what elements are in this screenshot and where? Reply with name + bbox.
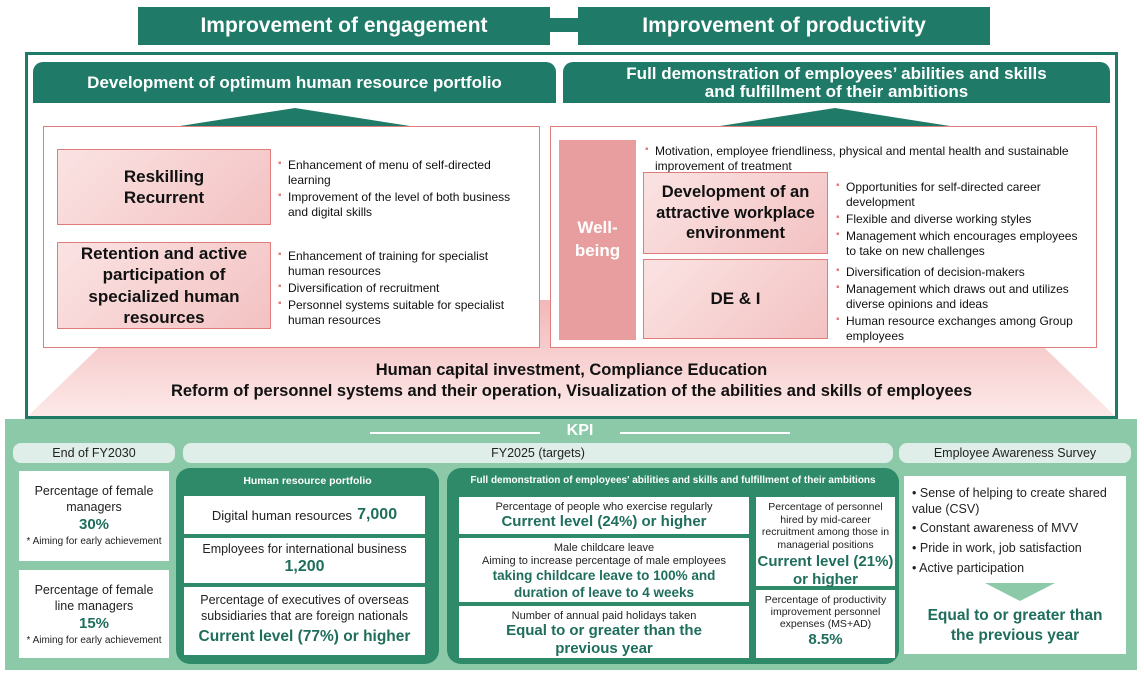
mid-career-value: Current level (21%) or higher	[757, 553, 894, 589]
left-arrow-triangle	[180, 108, 410, 126]
wellbeing-line2: being	[574, 241, 621, 260]
intl-employees-label: Employees for international business	[202, 542, 407, 556]
list-item: Motivation, employee friendliness, physi…	[645, 144, 1085, 174]
digital-hr-label: Digital human resources	[211, 507, 353, 523]
list-item-text: Sense of helping to create shared value …	[912, 486, 1107, 516]
kpi-rule-right	[620, 432, 790, 434]
list-item: • Sense of helping to create shared valu…	[912, 486, 1118, 517]
fy2030-label: End of FY2030	[13, 443, 175, 463]
productivity-header: Improvement of productivity	[578, 7, 990, 45]
reskilling-line2: Recurrent	[123, 188, 205, 207]
bullet-icon: •	[912, 560, 920, 575]
list-item-text: Constant awareness of MVV	[919, 521, 1079, 536]
paid-holidays-card: Number of annual paid holidays taken Equ…	[459, 606, 749, 658]
workplace-box: Development of an attractive workplace e…	[643, 172, 828, 254]
female-managers-label: Percentage of female managers	[34, 484, 154, 515]
female-line-managers-note: * Aiming for early achievement	[26, 634, 162, 646]
digital-hr-card: Digital human resources 7,000	[184, 496, 425, 534]
bullet-icon: •	[912, 521, 920, 536]
mid-career-card: Percentage of personnel hired by mid-car…	[756, 497, 895, 589]
childcare-label1: Male childcare leave	[553, 542, 655, 554]
bullet-icon: •	[912, 540, 920, 555]
productivity-value: 8.5%	[808, 631, 843, 649]
digital-hr-value: 7,000	[357, 506, 398, 523]
hr-portfolio-title: Human resource portfolio	[243, 475, 372, 487]
reskilling-line1: Reskilling	[123, 166, 205, 186]
female-managers-card: Percentage of female managers 30% * Aimi…	[19, 471, 169, 561]
intl-employees-value: 1,200	[284, 558, 325, 575]
list-item: Flexible and diverse working styles	[836, 212, 1088, 227]
survey-card: • Sense of helping to create shared valu…	[904, 476, 1126, 654]
portfolio-header: Development of optimum human resource po…	[33, 62, 556, 103]
workplace-bullets: Opportunities for self-directed career d…	[836, 180, 1088, 261]
demonstration-header-line1: Full demonstration of employees’ abiliti…	[626, 63, 1047, 83]
female-line-managers-card: Percentage of female line managers 15% *…	[19, 570, 169, 658]
base-line2: Reform of personnel systems and their op…	[170, 382, 973, 401]
paid-holidays-label: Number of annual paid holidays taken	[511, 610, 697, 622]
list-item: • Pride in work, job satisfaction	[912, 541, 1118, 557]
childcare-card: Male childcare leave Aiming to increase …	[459, 538, 749, 602]
list-item: Diversification of decision-makers	[836, 265, 1088, 280]
list-item: Human resource exchanges among Group emp…	[836, 314, 1088, 344]
kpi-rule-left	[370, 432, 540, 434]
list-item-text: Pride in work, job satisfaction	[919, 540, 1082, 555]
list-item: Management which encourages employees to…	[836, 229, 1088, 259]
survey-value: Equal to or greater than the previous ye…	[927, 607, 1103, 645]
demonstration-title: Full demonstration of employees' abiliti…	[470, 475, 876, 486]
paid-holidays-value: Equal to or greater than the previous ye…	[506, 622, 702, 657]
intl-employees-card: Employees for international business 1,2…	[184, 538, 425, 583]
survey-arrow-icon	[985, 583, 1055, 601]
right-arrow-triangle	[720, 108, 950, 126]
foreign-executives-value: Current level (77%) or higher	[198, 628, 411, 646]
reskilling-box: Reskilling Recurrent	[57, 149, 271, 225]
fy2025-label: FY2025 (targets)	[183, 443, 893, 463]
reskilling-bullets: Enhancement of menu of self-directed lea…	[278, 158, 523, 222]
bullet-icon: •	[912, 486, 920, 500]
list-item: Diversification of recruitment	[278, 281, 523, 296]
childcare-label2: Aiming to increase percentage of male em…	[482, 555, 726, 568]
wellbeing-line1: Well-	[577, 218, 618, 238]
retention-box: Retention and active participation of sp…	[57, 242, 271, 329]
female-managers-note: * Aiming for early achievement	[26, 535, 162, 547]
female-line-managers-value: 15%	[78, 614, 110, 632]
kpi-title: KPI	[566, 422, 594, 439]
dei-box: DE & I	[643, 259, 828, 339]
engagement-header: Improvement of engagement	[138, 7, 550, 45]
header-connector	[550, 18, 578, 32]
demonstration-header: Full demonstration of employees’ abiliti…	[563, 62, 1110, 103]
list-item-text: Active participation	[919, 560, 1025, 575]
list-item: Enhancement of menu of self-directed lea…	[278, 158, 523, 188]
exercise-card: Percentage of people who exercise regula…	[459, 497, 749, 534]
mid-career-label: Percentage of personnel hired by mid-car…	[761, 501, 890, 551]
list-item: Enhancement of training for specialist h…	[278, 249, 523, 279]
foreign-executives-card: Percentage of executives of overseas sub…	[184, 587, 425, 655]
list-item: Improvement of the level of both busines…	[278, 190, 523, 220]
productivity-label: Percentage of productivity improvement p…	[764, 594, 887, 631]
foreign-executives-label: Percentage of executives of overseas sub…	[200, 593, 409, 623]
list-item: • Active participation	[912, 561, 1118, 577]
survey-label: Employee Awareness Survey	[899, 443, 1131, 463]
base-text: Human capital investment, Compliance Edu…	[28, 360, 1115, 403]
list-item: Opportunities for self-directed career d…	[836, 180, 1088, 210]
list-item: • Constant awareness of MVV	[912, 521, 1118, 537]
retention-bullets: Enhancement of training for specialist h…	[278, 249, 523, 330]
exercise-value: Current level (24%) or higher	[501, 513, 707, 530]
demonstration-header-line2: and fulfillment of their ambitions	[704, 81, 969, 101]
wellbeing-box: Well- being	[559, 140, 636, 340]
list-item: Personnel systems suitable for specialis…	[278, 298, 523, 328]
female-managers-value: 30%	[78, 515, 110, 533]
childcare-value: taking childcare leave to 100% and durat…	[492, 568, 716, 600]
wellbeing-bullets: Motivation, employee friendliness, physi…	[645, 144, 1085, 176]
base-line1: Human capital investment, Compliance Edu…	[375, 361, 768, 379]
productivity-card: Percentage of productivity improvement p…	[756, 590, 895, 658]
exercise-label: Percentage of people who exercise regula…	[495, 501, 713, 513]
female-line-managers-label: Percentage of female line managers	[34, 583, 154, 614]
dei-bullets: Diversification of decision-makers Manag…	[836, 265, 1088, 346]
list-item: Management which draws out and utilizes …	[836, 282, 1088, 312]
survey-bullets: • Sense of helping to create shared valu…	[904, 476, 1126, 576]
